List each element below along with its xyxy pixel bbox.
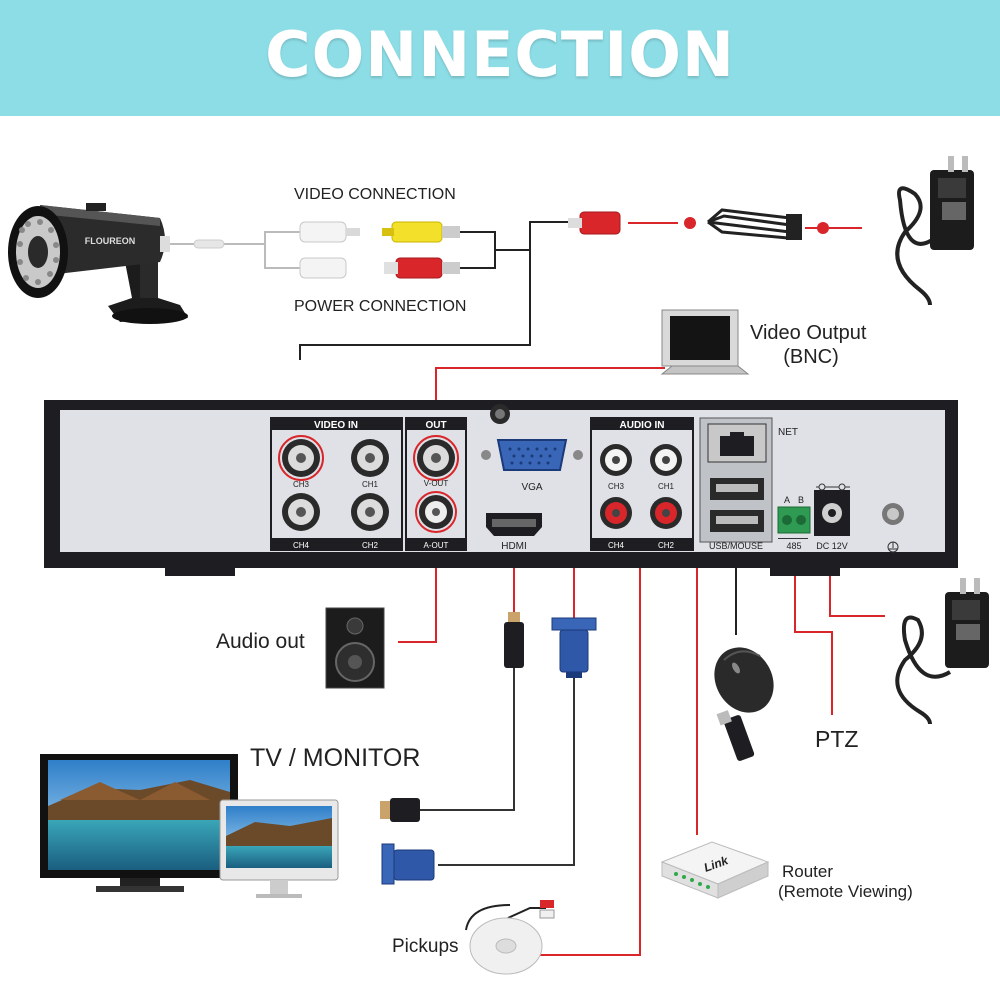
- audio-ch3-label: CH3: [608, 482, 625, 491]
- bnc-port-ch4: [282, 493, 320, 531]
- video-output-label: Video Output: [750, 322, 867, 344]
- power-splitter: [707, 208, 802, 240]
- tv-monitor: [40, 754, 238, 892]
- video-ch1-label: CH1: [362, 480, 379, 489]
- junction-dot: [817, 222, 829, 234]
- hdmi-wire: [418, 668, 515, 811]
- video-in-wire: [299, 240, 531, 360]
- hdmi-plug: [504, 612, 524, 668]
- camera-brand: FLOUREON: [85, 236, 136, 246]
- video-ch4-label: CH4: [293, 541, 310, 550]
- usb-mouse: [714, 647, 774, 713]
- vga-plug: [551, 617, 597, 678]
- case-screw: [490, 404, 510, 424]
- bnc-port-ch3: [278, 435, 324, 481]
- bnc-port-ch1: [351, 439, 389, 477]
- speaker: [325, 607, 385, 689]
- router: [660, 841, 770, 899]
- v-out-label: V-OUT: [424, 479, 449, 488]
- usb-drive: [716, 710, 755, 761]
- hdmi-port: [486, 513, 542, 536]
- camera-cable: [168, 231, 300, 269]
- v-out-port: [413, 435, 459, 481]
- audio-port-ch4: [600, 497, 632, 529]
- vga-label: VGA: [521, 482, 542, 493]
- pickup-microphone: [465, 900, 555, 975]
- power-adapter-top: [895, 156, 974, 306]
- audio-in-title: AUDIO IN: [620, 420, 665, 431]
- out-panel: [405, 417, 467, 551]
- dc12v-label: DC 12V: [816, 541, 848, 551]
- audio-port-ch1: [650, 444, 682, 476]
- rs485-label: 485: [786, 541, 801, 551]
- tv-monitor-label: TV / MONITOR: [250, 744, 421, 772]
- router-note-label: (Remote Viewing): [778, 882, 913, 901]
- audio-port-ch2: [650, 497, 682, 529]
- hdmi-plug-monitor: [380, 798, 420, 822]
- power-red-connector: [384, 257, 460, 279]
- rca-white-connector: [299, 221, 360, 243]
- audio-ch2-label: CH2: [658, 541, 675, 550]
- audio-port-ch3: [600, 444, 632, 476]
- rs485-terminal: [777, 506, 811, 539]
- vga-port: [481, 439, 583, 471]
- audio-ch1-label: CH1: [658, 482, 675, 491]
- power-adapter-bottom: [895, 578, 989, 725]
- vga-wire: [438, 676, 575, 866]
- router-label: Router: [782, 862, 834, 881]
- video-output-type-label: (BNC): [783, 346, 839, 368]
- a-out-label: A-OUT: [424, 541, 449, 550]
- junction-dot: [684, 217, 696, 229]
- audio-ch4-label: CH4: [608, 541, 625, 550]
- audio-in-panel: [590, 417, 694, 551]
- power-connection-label: POWER CONNECTION: [294, 298, 467, 315]
- a-out-port: [415, 491, 457, 533]
- bnc-port-ch2: [351, 493, 389, 531]
- usb-mouse-label: USB/MOUSE: [709, 541, 763, 551]
- ptz-label: PTZ: [815, 726, 859, 752]
- power-wire: [495, 221, 570, 251]
- video-in-title: VIDEO IN: [314, 420, 358, 431]
- crt-monitor: [660, 309, 750, 375]
- power-plug-red: [568, 211, 621, 235]
- net-usb-block: [699, 417, 773, 543]
- out-title: OUT: [425, 420, 446, 431]
- net-label: NET: [778, 427, 798, 438]
- splitter-wire: [460, 231, 496, 269]
- ground-screw: [882, 503, 904, 553]
- header-title: CONNECTION: [265, 18, 735, 91]
- vga-plug-monitor: [381, 843, 435, 885]
- rs485-b-label: B: [798, 495, 804, 505]
- video-ch2-label: CH2: [362, 541, 379, 550]
- power-white-connector: [299, 257, 347, 279]
- hdmi-label: HDMI: [501, 541, 527, 552]
- video-in-panel: [270, 417, 403, 551]
- dc-12v-port: [814, 483, 850, 536]
- ptz-wire: [794, 525, 833, 715]
- imac-monitor: [219, 799, 339, 898]
- audio-out-label: Audio out: [216, 630, 305, 653]
- pickups-label: Pickups: [392, 936, 459, 957]
- bullet-camera: [8, 203, 225, 324]
- pickups-wire: [540, 545, 641, 956]
- header-banner: CONNECTION: [0, 0, 1000, 116]
- video-connection-label: VIDEO CONNECTION: [294, 186, 456, 203]
- rca-yellow-connector: [382, 221, 460, 243]
- rs485-a-label: A: [784, 495, 790, 505]
- video-ch3-label: CH3: [293, 480, 310, 489]
